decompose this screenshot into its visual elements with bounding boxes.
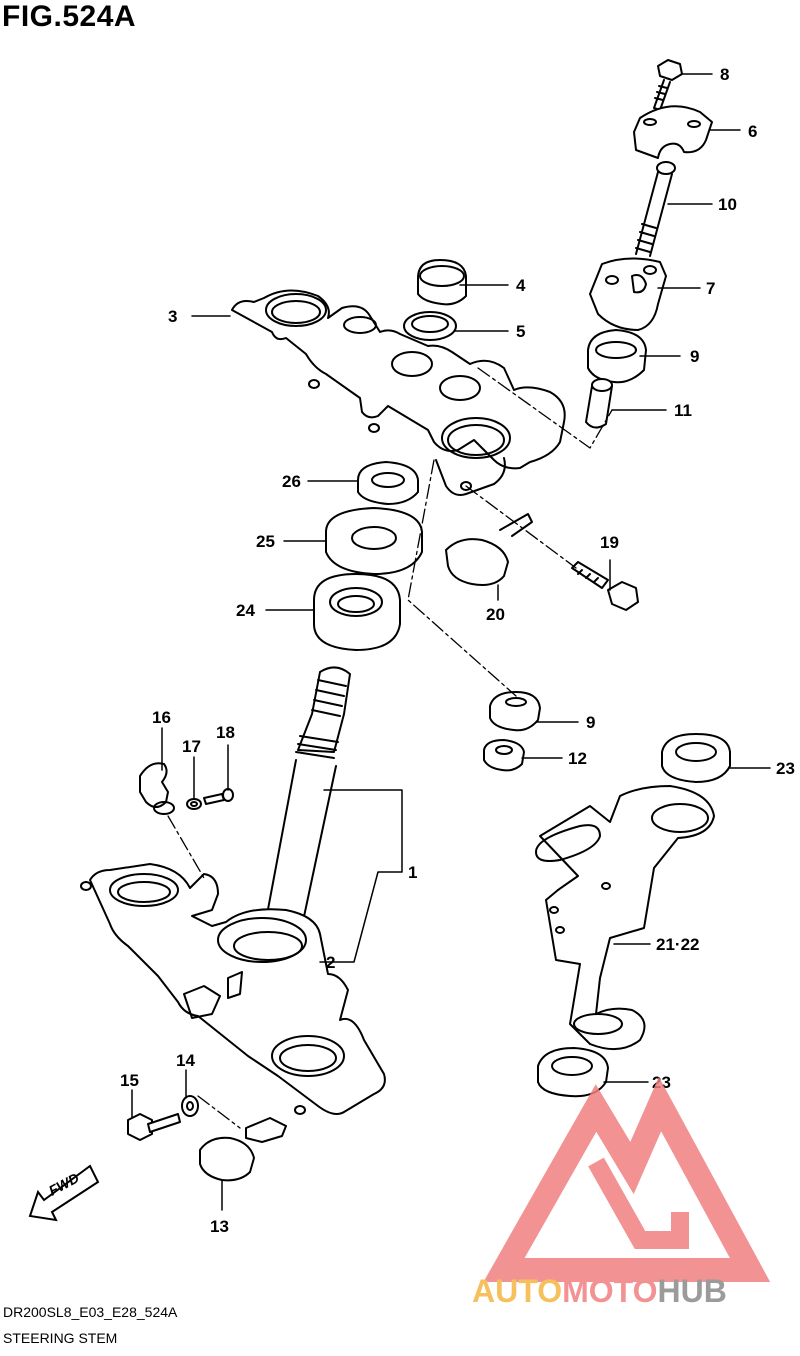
watermark-text: AUTOMOTOHUB — [472, 1273, 727, 1309]
callout-15: 15 — [120, 1071, 139, 1090]
footer-code: DR200SL8_E03_E28_524A — [3, 1304, 178, 1320]
part-6-handlebar-holder — [633, 105, 713, 159]
part-9-lower-cushion — [489, 691, 541, 732]
footer-name: STEERING STEM — [3, 1330, 118, 1346]
part-1-steering-stem — [80, 666, 386, 1115]
leader-lines — [131, 73, 771, 1211]
callout-9-lower: 9 — [586, 713, 595, 732]
callout-5: 5 — [516, 322, 525, 341]
callout-13: 13 — [210, 1217, 229, 1236]
part-11-collar — [585, 378, 613, 429]
callout-3: 3 — [168, 307, 177, 326]
part-5-o-ring — [403, 311, 457, 341]
watermark-hub: HUB — [657, 1273, 726, 1309]
figure-title: FIG.524A — [2, 0, 137, 33]
callout-11: 11 — [674, 401, 692, 420]
part-19-bolt — [571, 561, 639, 611]
callout-21-22: 21·22 — [656, 935, 699, 954]
part-26-lock-nut — [357, 461, 419, 505]
callout-6: 6 — [748, 122, 757, 141]
watermark-auto: AUTO — [472, 1273, 562, 1309]
callout-1: 1 — [408, 863, 417, 882]
callout-20: 20 — [486, 605, 505, 624]
part-8-bolt — [653, 59, 683, 111]
callout-18: 18 — [216, 723, 235, 742]
part-7-lower-holder — [589, 257, 667, 331]
callout-2: 2 — [326, 953, 335, 972]
part-16-clip — [139, 762, 175, 815]
part-20-clamp — [445, 513, 533, 586]
callout-23-upper: 23 — [776, 759, 795, 778]
part-17-washer — [186, 798, 202, 810]
callout-16: 16 — [152, 708, 171, 727]
callout-9-upper: 9 — [690, 347, 699, 366]
callout-12: 12 — [568, 749, 587, 768]
part-24-bearing — [313, 573, 401, 651]
part-13-clamp — [199, 1117, 287, 1182]
part-18-screw — [203, 788, 234, 805]
callout-25: 25 — [256, 532, 275, 551]
part-23-upper-grommet — [661, 733, 731, 783]
callout-14: 14 — [176, 1051, 195, 1070]
watermark-logo: AUTOMOTOHUB — [472, 1076, 771, 1309]
callout-24: 24 — [236, 601, 255, 620]
part-25-dust-seal — [325, 507, 423, 575]
callout-labels: 8 6 10 4 7 3 5 9 11 26 19 25 20 24 16 18… — [120, 65, 795, 1236]
assembly-lines — [167, 367, 613, 1129]
watermark-moto: MOTO — [562, 1273, 657, 1309]
callout-26: 26 — [282, 472, 301, 491]
callout-17: 17 — [182, 737, 201, 756]
part-10-long-bolt — [635, 161, 676, 257]
part-14-washer — [181, 1095, 199, 1117]
part-12-nut — [483, 739, 525, 772]
part-15-bolt — [127, 1113, 181, 1141]
fwd-arrow: FWD — [28, 1164, 100, 1222]
part-4-cap — [417, 259, 467, 306]
part-3-upper-bracket — [231, 289, 566, 496]
part-21-22-bracket — [535, 785, 715, 1051]
callout-4: 4 — [516, 276, 526, 295]
callout-7: 7 — [706, 279, 715, 298]
callout-10: 10 — [718, 195, 737, 214]
part-9-upper-cushion — [587, 329, 647, 384]
callout-8: 8 — [720, 65, 729, 84]
callout-19: 19 — [600, 533, 619, 552]
